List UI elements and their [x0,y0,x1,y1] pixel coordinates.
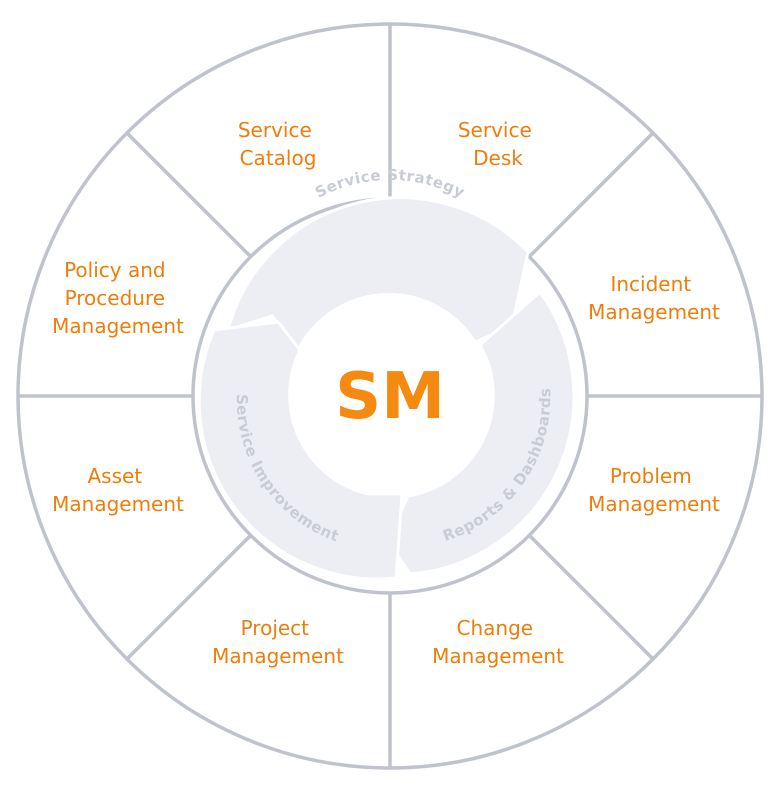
cycle-arrows [197,196,576,581]
segment-policy-and-procedure-management: Policy and Procedure Management [52,258,184,338]
segment-problem-management: Problem Management [588,464,720,516]
segment-service-desk: Service Desk [458,118,538,170]
segment-service-catalog: Service Catalog [238,118,318,170]
spoke-bottom-right [527,533,655,661]
spoke-top-right [527,131,655,259]
cycle-arrow-strategy [225,196,530,353]
segment-project-management: Project Management [212,616,344,668]
spoke-top-left [125,131,253,259]
center-label: SM [335,360,445,434]
cycle-arrow-improvement [197,320,404,581]
segment-incident-management: Incident Management [588,272,720,324]
segment-asset-management: Asset Management [52,464,184,516]
cycle-arrow-reports [386,289,576,576]
segment-change-management: Change Management [432,616,564,668]
spoke-bottom-left [125,533,253,661]
